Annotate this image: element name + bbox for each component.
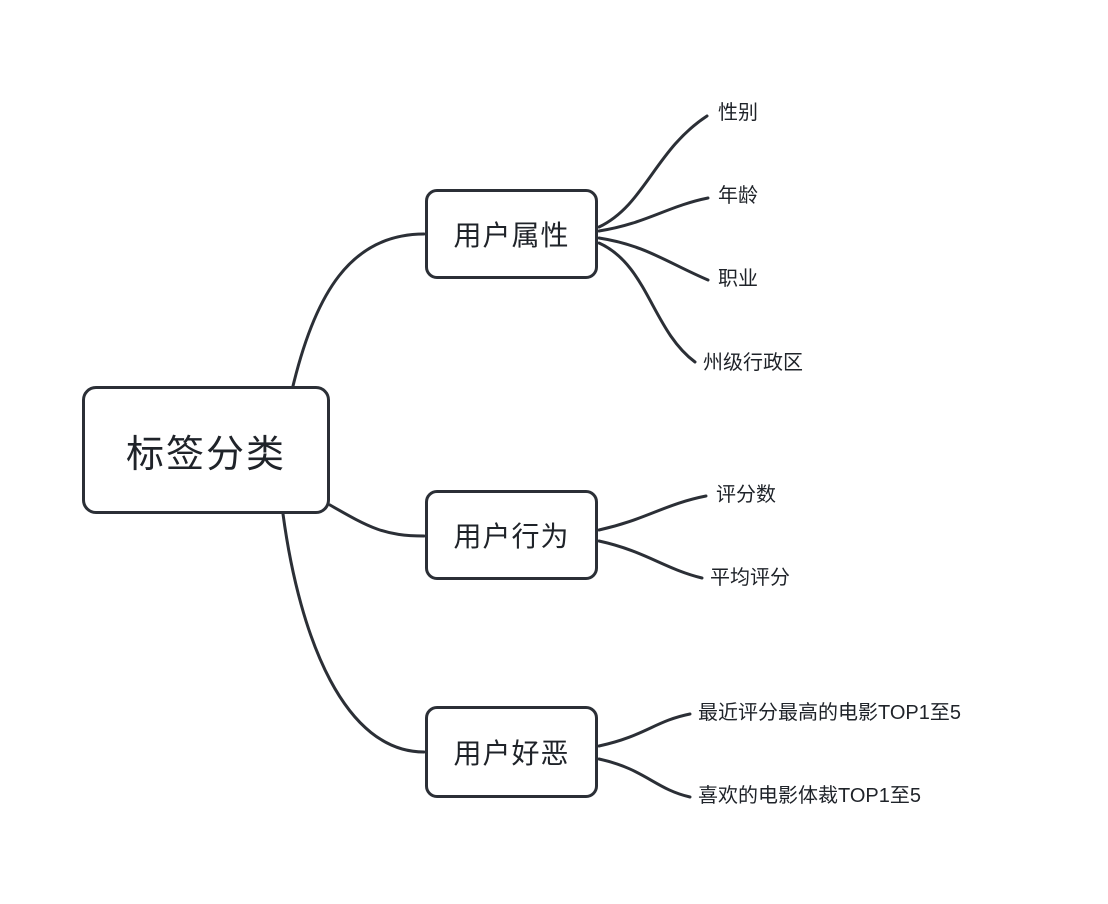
edge-attributes-age <box>597 196 710 233</box>
leaf-node-occupation[interactable]: 职业 <box>718 268 758 290</box>
edge-root-branch-attributes <box>291 232 426 388</box>
edge-behavior-average-rating <box>597 539 704 580</box>
root-node[interactable]: 标签分类 <box>82 386 330 514</box>
edge-attributes-gender <box>597 114 709 229</box>
root-node-label: 标签分类 <box>125 433 286 476</box>
branch-node-label: 用户行为 <box>453 521 570 552</box>
edge-attributes-occupation <box>597 236 710 282</box>
edge-root-branch-behavior <box>328 503 426 538</box>
branch-node-label: 用户属性 <box>453 220 570 251</box>
edge-preference-top-genres <box>597 757 692 799</box>
leaf-node-state-region[interactable]: 州级行政区 <box>703 352 803 374</box>
branch-node-user-behavior[interactable]: 用户行为 <box>425 490 598 580</box>
edge-root-branch-preference <box>281 512 426 754</box>
leaf-node-age[interactable]: 年龄 <box>718 185 758 207</box>
edge-preference-top-movies <box>597 712 692 748</box>
leaf-node-top-rated-movies[interactable]: 最近评分最高的电影TOP1至5 <box>698 702 961 724</box>
leaf-node-gender[interactable]: 性别 <box>718 102 758 124</box>
edge-behavior-rating-count <box>597 494 708 532</box>
leaf-node-average-rating[interactable]: 平均评分 <box>710 567 790 589</box>
leaf-node-favorite-genres[interactable]: 喜欢的电影体裁TOP1至5 <box>698 785 921 807</box>
branch-node-user-preference[interactable]: 用户好恶 <box>425 706 598 798</box>
edge-attributes-state <box>597 241 697 364</box>
branch-node-label: 用户好恶 <box>453 738 570 769</box>
leaf-node-rating-count[interactable]: 评分数 <box>716 484 776 506</box>
branch-node-user-attributes[interactable]: 用户属性 <box>425 189 598 279</box>
